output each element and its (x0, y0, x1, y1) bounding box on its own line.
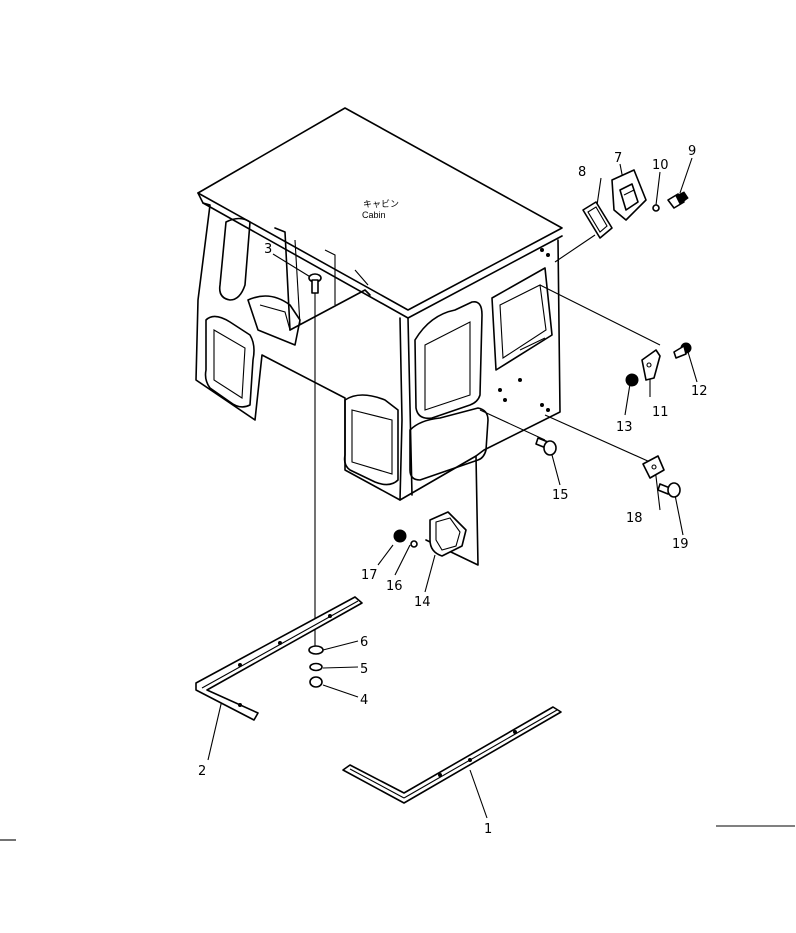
cabin (195, 107, 563, 566)
part-number-17: 17 (361, 568, 378, 583)
part-number-18: 18 (626, 511, 643, 526)
part-number-16: 16 (386, 579, 403, 594)
part-number-8: 8 (578, 165, 586, 180)
bolt-12 (673, 342, 692, 359)
bolt-3 (308, 273, 322, 294)
washer-6 (308, 645, 324, 655)
part-number-12: 12 (691, 384, 708, 399)
bolt-15 (535, 437, 557, 456)
part-number-13: 13 (616, 420, 633, 435)
rail-2 (195, 596, 363, 721)
part-number-3: 3 (264, 242, 272, 257)
part-number-2: 2 (198, 764, 206, 779)
part-number-labels: 1 2 3 4 5 6 7 8 9 10 11 12 13 14 15 16 1… (198, 144, 708, 837)
cover-14 (429, 511, 467, 557)
bolt-9 (667, 191, 689, 209)
bolt-19 (657, 482, 681, 498)
rail-1 (342, 706, 562, 804)
part-number-19: 19 (672, 537, 689, 552)
nut-13 (625, 373, 639, 387)
leader-lines (207, 157, 698, 819)
part-number-7: 7 (614, 151, 622, 166)
part-number-9: 9 (688, 144, 696, 159)
cabin-label: Cabin (362, 210, 386, 220)
plate-8 (582, 201, 613, 239)
part-number-1: 1 (484, 822, 492, 837)
washer-10 (652, 204, 660, 212)
washer-5 (309, 662, 323, 672)
part-number-6: 6 (360, 635, 368, 650)
part-number-10: 10 (652, 158, 669, 173)
cabin-label-kana: キャビン (363, 199, 399, 209)
part-number-14: 14 (414, 595, 431, 610)
nut-4 (309, 676, 323, 688)
part-number-5: 5 (360, 662, 368, 677)
part-number-4: 4 (360, 693, 368, 708)
washer-16 (410, 540, 418, 548)
bracket-11 (641, 349, 661, 381)
plate-18 (642, 455, 665, 479)
bracket-7 (611, 169, 647, 221)
part-number-11: 11 (652, 405, 669, 420)
nut-17 (393, 529, 407, 543)
part-number-15: 15 (552, 488, 569, 503)
